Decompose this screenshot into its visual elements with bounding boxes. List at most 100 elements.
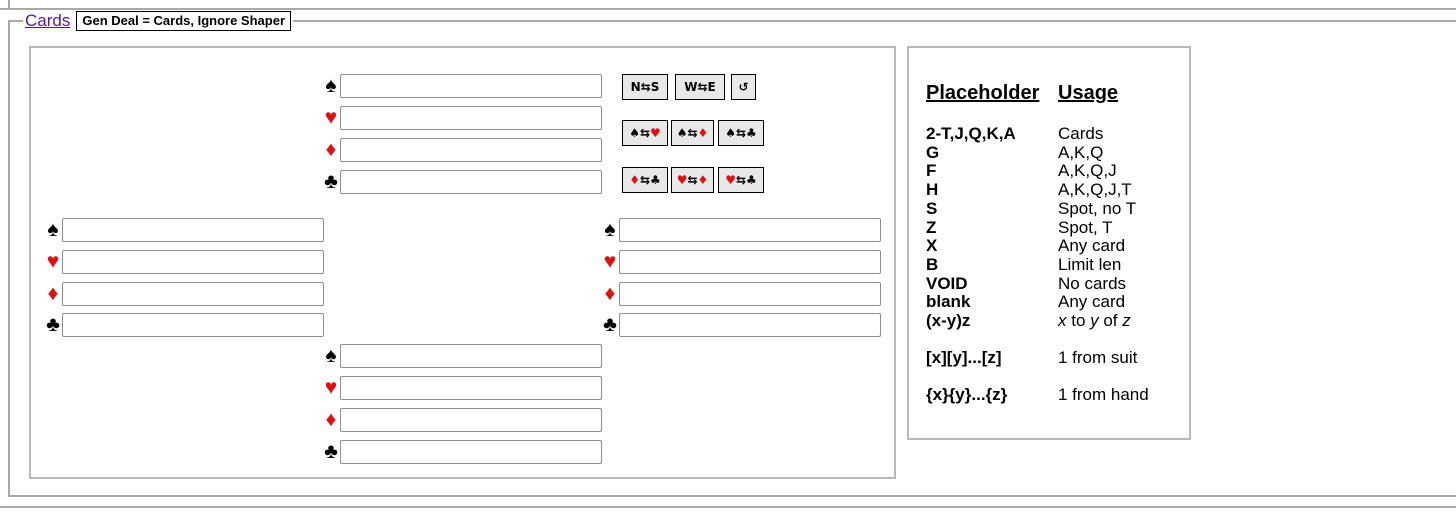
club-icon: ♣: [746, 173, 757, 187]
swap-west-east-button[interactable]: W⇆E: [675, 74, 725, 100]
west-spade-icon: ♠: [47, 218, 59, 241]
usage-cell: A,K,Q: [1058, 143, 1104, 162]
swap-arrow-icon: ⇆: [639, 173, 651, 187]
heart-icon: ♥: [650, 126, 661, 140]
west-club-icon: ♣: [46, 313, 60, 336]
swap-arrow-icon: ⇆: [639, 126, 651, 140]
placeholder-cell: F: [926, 161, 937, 180]
north-spade-icon: ♠: [325, 74, 337, 97]
swap-hearts-diamonds-button[interactable]: ♥⇆♦: [671, 167, 714, 193]
usage-cell: Any card: [1058, 292, 1126, 311]
club-icon: ♣: [746, 126, 757, 140]
south-diamonds-input[interactable]: [340, 408, 602, 432]
usage-var-z: z: [1122, 311, 1131, 330]
rotate-button[interactable]: ↺: [731, 74, 756, 100]
east-clubs-input[interactable]: [619, 313, 881, 337]
west-heart-icon: ♥: [46, 250, 60, 273]
spade-icon: ♠: [725, 126, 736, 140]
gen-deal-button[interactable]: Gen Deal = Cards, Ignore Shaper: [76, 11, 292, 31]
usage-text: of: [1098, 311, 1123, 330]
north-club-icon: ♣: [324, 170, 338, 193]
swap-spades-hearts-button[interactable]: ♠⇆♥: [622, 120, 668, 146]
placeholder-help-panel: [907, 46, 1191, 440]
usage-cell: Spot, T: [1058, 218, 1113, 237]
usage-cell: Spot, no T: [1058, 199, 1137, 218]
swap-spades-clubs-button[interactable]: ♠⇆♣: [718, 120, 764, 146]
usage-cell: Limit len: [1058, 255, 1122, 274]
east-spade-icon: ♠: [604, 218, 616, 241]
placeholder-cell: Z: [926, 218, 937, 237]
south-heart-icon: ♥: [324, 376, 338, 399]
west-spades-input[interactable]: [62, 218, 324, 242]
swap-arrow-icon: ⇆: [687, 126, 698, 140]
usage-cell: 1 from suit: [1058, 348, 1138, 367]
south-spades-input[interactable]: [340, 344, 602, 368]
north-heart-icon: ♥: [324, 106, 338, 129]
north-clubs-input[interactable]: [340, 170, 602, 194]
swap-arrow-icon: ⇆: [735, 173, 747, 187]
placeholder-cell: blank: [926, 292, 971, 311]
placeholder-cell: X: [926, 236, 938, 255]
swap-diamonds-clubs-button[interactable]: ♦⇆♣: [622, 167, 668, 193]
cards-link[interactable]: Cards: [25, 11, 71, 30]
usage-cell: 1 from hand: [1058, 385, 1149, 404]
usage-cell: A,K,Q,J,T: [1058, 180, 1132, 199]
west-diamonds-input[interactable]: [62, 282, 324, 306]
west-hearts-input[interactable]: [62, 250, 324, 274]
swap-arrow-icon: ⇆: [735, 126, 747, 140]
swap-arrow-icon: ⇆: [687, 173, 698, 187]
placeholder-cell: (x-y)z: [926, 311, 971, 330]
north-hearts-input[interactable]: [340, 106, 602, 130]
south-diamond-icon: ♦: [325, 408, 337, 431]
usage-cell: Any card: [1058, 236, 1126, 255]
east-hearts-input[interactable]: [619, 250, 881, 274]
spade-icon: ♠: [629, 126, 640, 140]
top-border: [0, 0, 1456, 10]
west-clubs-input[interactable]: [62, 313, 324, 337]
usage-var-y: y: [1090, 311, 1099, 330]
south-clubs-input[interactable]: [340, 440, 602, 464]
swap-arrow-icon: ⇆: [640, 80, 651, 94]
placeholder-cell: S: [926, 199, 938, 218]
east-diamond-icon: ♦: [604, 282, 616, 305]
south-spade-icon: ♠: [325, 344, 337, 367]
diamond-icon: ♦: [697, 173, 709, 187]
cards-legend: Cards Gen Deal = Cards, Ignore Shaper: [23, 11, 293, 31]
swap-right-label: S: [650, 80, 660, 94]
placeholder-cell: H: [926, 180, 939, 199]
usage-cell: x to y of z: [1058, 311, 1131, 330]
placeholder-cell: 2-T,J,Q,K,A: [926, 124, 1016, 143]
usage-var-x: x: [1058, 311, 1067, 330]
north-spades-input[interactable]: [340, 74, 602, 98]
swap-hearts-clubs-button[interactable]: ♥⇆♣: [718, 167, 764, 193]
north-diamonds-input[interactable]: [340, 138, 602, 162]
swap-right-label: E: [707, 80, 716, 94]
swap-north-south-button[interactable]: N⇆S: [622, 74, 668, 100]
west-diamond-icon: ♦: [47, 282, 59, 305]
east-diamonds-input[interactable]: [619, 282, 881, 306]
swap-spades-diamonds-button[interactable]: ♠⇆♦: [671, 120, 714, 146]
swap-arrow-icon: ⇆: [697, 80, 708, 94]
placeholder-header: Placeholder: [926, 82, 1040, 104]
hands-panel: [29, 46, 896, 479]
south-club-icon: ♣: [324, 440, 338, 463]
placeholder-cell: {x}{y}...{z}: [926, 385, 1008, 404]
usage-cell: No cards: [1058, 274, 1127, 293]
club-icon: ♣: [650, 173, 661, 187]
bottom-border: [0, 506, 1456, 508]
diamond-icon: ♦: [629, 173, 640, 187]
usage-cell: A,K,Q,J: [1058, 161, 1117, 180]
east-heart-icon: ♥: [603, 250, 617, 273]
north-diamond-icon: ♦: [325, 138, 337, 161]
heart-icon: ♥: [676, 173, 688, 187]
south-hearts-input[interactable]: [340, 376, 602, 400]
placeholder-cell: G: [926, 143, 940, 162]
spade-icon: ♠: [676, 126, 688, 140]
east-spades-input[interactable]: [619, 218, 881, 242]
usage-cell: Cards: [1058, 124, 1104, 143]
placeholder-cell: VOID: [926, 274, 968, 293]
heart-icon: ♥: [725, 173, 736, 187]
diamond-icon: ♦: [697, 126, 709, 140]
cards-fieldset: Cards Gen Deal = Cards, Ignore Shaper: [8, 11, 1456, 497]
usage-header: Usage: [1058, 82, 1119, 104]
